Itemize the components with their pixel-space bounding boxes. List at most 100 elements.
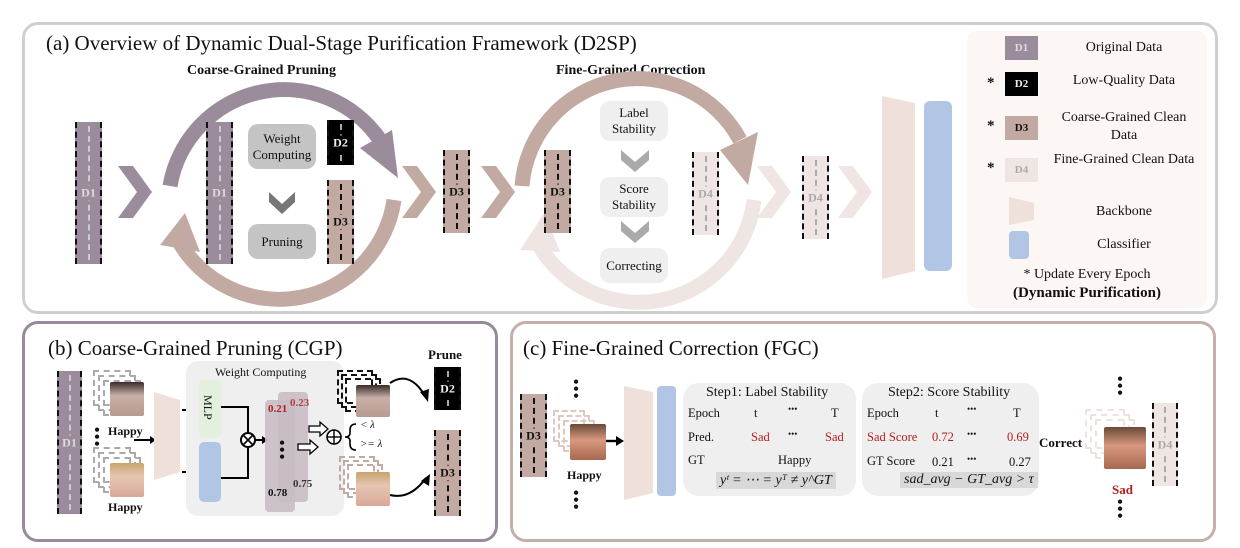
score-value: 0.75	[293, 478, 313, 490]
d4-stack: D4	[802, 156, 829, 239]
cgp-cycle-arrowhead-bottom	[160, 213, 200, 252]
d2-stack: D2	[434, 367, 461, 410]
legend-item-classifier: Classifier	[967, 231, 1207, 271]
arrow	[616, 436, 624, 446]
table-cell: t	[935, 406, 939, 420]
table-cell: t	[754, 406, 758, 420]
d4-stack: D4	[1152, 403, 1178, 486]
sample-label: Happy	[567, 468, 602, 482]
fgc-heading: Fine-Grained Correction	[556, 63, 706, 78]
table-cell: GT Score	[867, 454, 916, 468]
d3-stack: D3	[520, 394, 547, 477]
legend-note-bold: (Dynamic Purification)	[1013, 285, 1161, 301]
more-samples-dots: •••	[94, 422, 100, 453]
cgp-cycle-arrowhead-top	[360, 130, 398, 178]
d1-stack: D1	[57, 371, 82, 514]
face-image	[1104, 427, 1146, 469]
step2-title: Step2: Score Stability	[888, 385, 1011, 400]
score-value: 0.78	[268, 487, 288, 499]
step1-formula: yᵗ = ⋯ = yᵀ ≠ y^GT	[716, 472, 836, 489]
table-cell: •••	[967, 429, 977, 439]
more-samples-dots: •••	[573, 374, 579, 405]
d1-stack: D1	[75, 122, 102, 264]
table-cell: 0.21	[932, 455, 954, 469]
backbone-icon	[1009, 197, 1034, 225]
legend-note: * Update Every Epoch	[1023, 267, 1151, 282]
table-cell: •••	[967, 404, 977, 414]
legend-item-d3: * D3 Coarse-Grained Clean Data	[987, 110, 1187, 143]
cgp-heading: Coarse-Grained Pruning	[187, 63, 336, 78]
mlp-label: MLP	[201, 395, 215, 420]
threshold-below: < λ	[360, 419, 375, 431]
table-cell: Epoch	[867, 406, 899, 420]
backbone-icon	[154, 392, 180, 480]
classifier-icon	[924, 101, 952, 271]
legend: D1 Original Data * D2 Low-Quality Data *…	[967, 31, 1207, 308]
d3-stack: D3	[544, 150, 571, 233]
hollow-arrow-icon	[297, 438, 319, 456]
d2-stack: D2	[327, 120, 354, 165]
hollow-arrow-icon	[308, 420, 329, 438]
face-image	[570, 424, 606, 460]
d4-stack: D4	[692, 152, 719, 235]
classifier-icon	[199, 442, 221, 502]
d3-stack: D3	[327, 180, 354, 264]
chevron-right-icon	[757, 166, 791, 218]
table-cell: T	[1013, 406, 1021, 420]
legend-item-d1: D1 Original Data	[967, 33, 1207, 73]
classifier-icon	[657, 386, 676, 496]
sample-label: Happy	[108, 500, 143, 514]
table-cell: Sad Score	[867, 430, 918, 444]
score-value: 0.23	[290, 397, 310, 409]
step1-title: Step1: Label Stability	[706, 385, 829, 400]
chevron-right-icon	[118, 166, 152, 218]
correct-label: Correct	[1039, 435, 1083, 450]
prune-label: Prune	[428, 347, 462, 362]
fgc-title: (c) Fine-Grained Correction (FGC)	[523, 336, 819, 360]
score-card-front	[265, 400, 295, 512]
backbone-icon	[882, 96, 915, 279]
correcting-step: Correcting	[600, 248, 668, 283]
face-image	[356, 472, 390, 506]
legend-item-backbone: Backbone	[967, 197, 1207, 237]
table-cell: Sad	[825, 430, 844, 444]
table-cell: 0.69	[1007, 430, 1029, 444]
chevron-down-icon	[269, 192, 295, 214]
table-cell: 0.27	[1009, 455, 1031, 469]
overview-title: (a) Overview of Dynamic Dual-Stage Purif…	[46, 31, 637, 55]
threshold-above: >= λ	[360, 438, 383, 450]
fgc-cycle-arrowhead-bottom	[520, 212, 560, 252]
step2-formula: sad_avg − GT_avg > τ	[900, 472, 1038, 488]
table-cell: •••	[788, 429, 798, 439]
table-cell: Sad	[751, 430, 770, 444]
legend-item-d2: * D2 Low-Quality Data	[967, 69, 1207, 109]
table-cell: T	[831, 406, 839, 420]
face-image	[110, 463, 144, 497]
more-samples-dots: •••	[1117, 371, 1123, 402]
face-image	[110, 382, 144, 416]
backbone-icon	[624, 386, 653, 500]
mlp-block	[199, 380, 221, 438]
corrected-label: Sad	[1112, 482, 1133, 497]
cgp-cycle-arrow-top	[162, 82, 387, 188]
more-scores-dots: •••	[279, 435, 285, 466]
table-cell: Happy	[778, 453, 812, 467]
fgc-cycle-arrow-bottom	[529, 199, 762, 310]
face-image	[356, 385, 390, 417]
fgc-cycle-arrowhead-top	[720, 132, 758, 185]
weight-computing-step: Weight Computing	[248, 124, 316, 169]
score-stability-step: Score Stability	[600, 177, 668, 217]
sample-label: Happy	[108, 424, 143, 438]
classifier-icon	[1009, 231, 1029, 259]
legend-item-d4: * D4 Fine-Grained Clean Data	[967, 152, 1207, 195]
more-samples-dots: •••	[1117, 494, 1123, 525]
cgp-cycle-arrow-bottom	[171, 198, 402, 307]
d3-stack: D3	[434, 430, 461, 516]
label-stability-step: Label Stability	[600, 101, 668, 141]
score-value: 0.21	[268, 403, 288, 415]
table-cell: 0.72	[932, 430, 954, 444]
brace	[344, 423, 357, 451]
